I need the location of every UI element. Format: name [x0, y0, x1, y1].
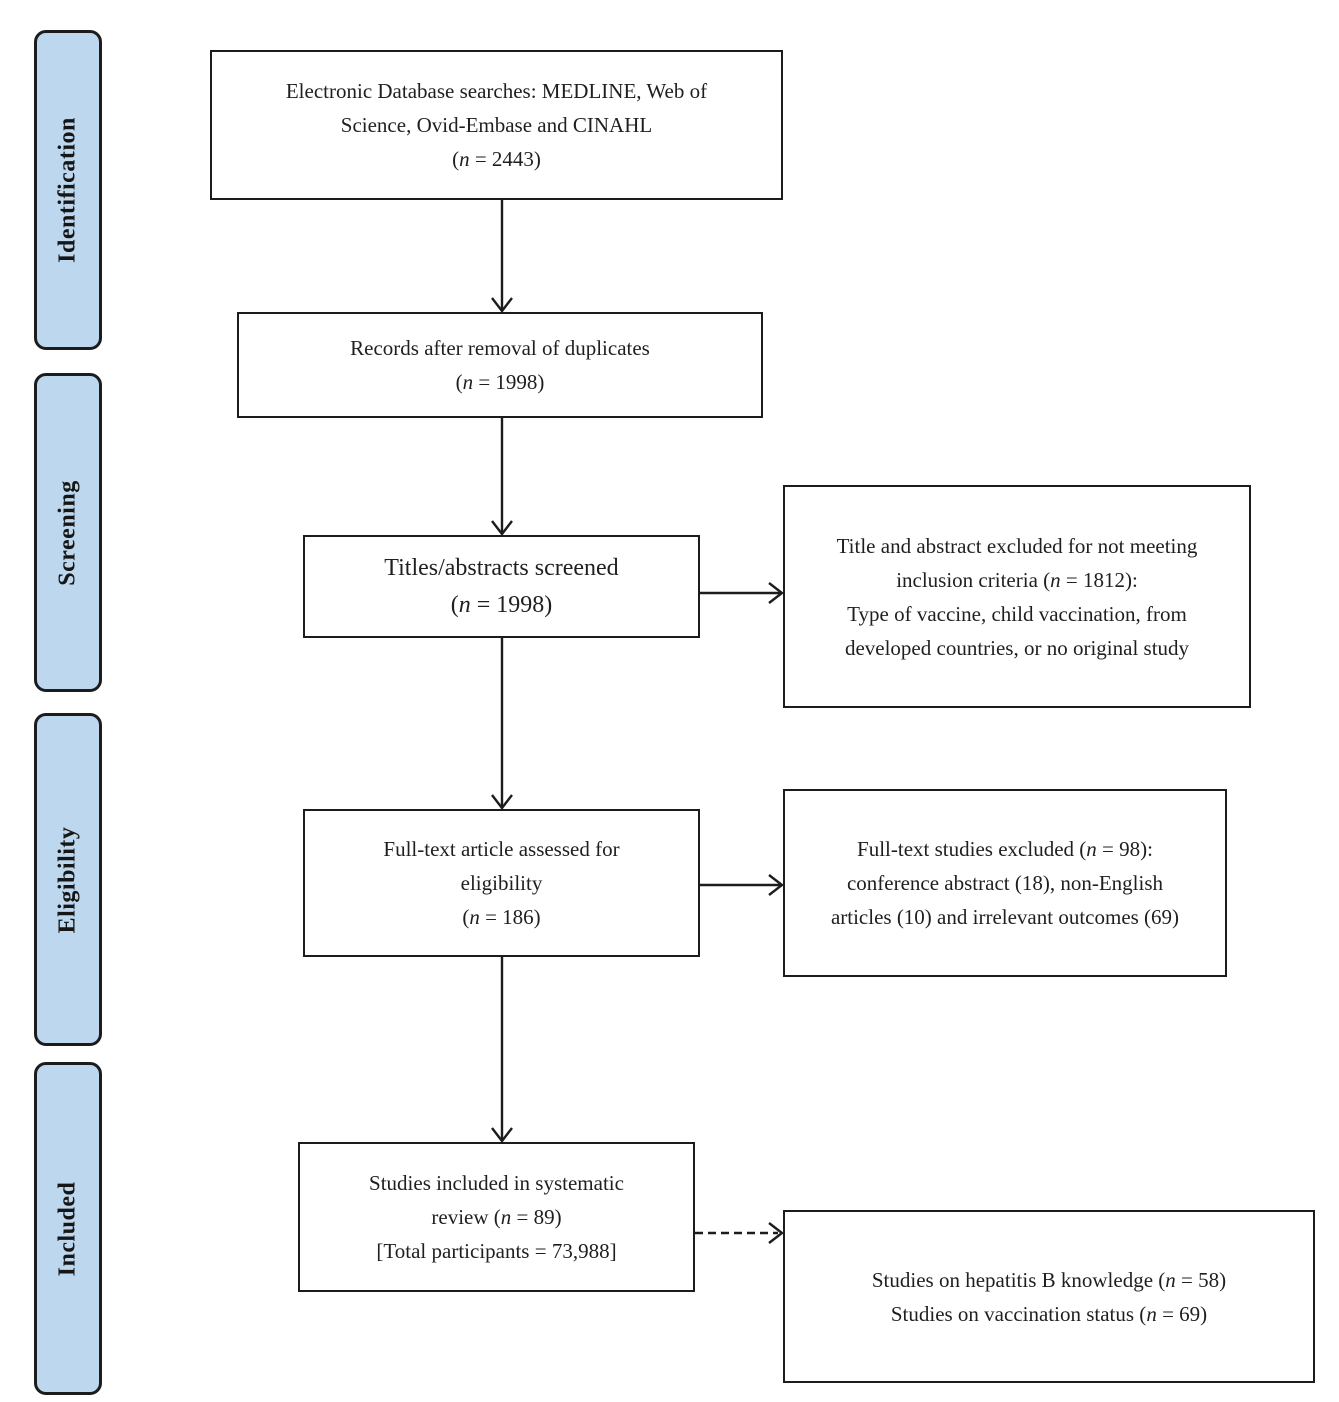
- arrow-fulltext-to-excluded: [700, 874, 784, 896]
- box-database-search: Electronic Database searches: MEDLINE, W…: [210, 50, 783, 200]
- stage-eligibility-label: Eligibility: [54, 826, 81, 933]
- stage-screening-label: Screening: [54, 479, 81, 586]
- arrow-screened-to-fulltext: [491, 638, 513, 810]
- stage-eligibility: Eligibility: [34, 713, 102, 1046]
- box-outcome-studies: Studies on hepatitis B knowledge (n = 58…: [783, 1210, 1315, 1383]
- box-titles-abstracts-screened: Titles/abstracts screened(n = 1998): [303, 535, 700, 638]
- arrow-screened-to-excluded: [700, 582, 784, 604]
- stage-included-label: Included: [54, 1181, 81, 1276]
- stage-identification: Identification: [34, 30, 102, 350]
- stage-identification-label: Identification: [54, 117, 81, 263]
- stage-included: Included: [34, 1062, 102, 1395]
- arrow-fulltext-to-included: [491, 957, 513, 1143]
- box-duplicates-removed: Records after removal of duplicates(n = …: [237, 312, 763, 418]
- box-excluded-fulltext: Full-text studies excluded (n = 98):conf…: [783, 789, 1227, 977]
- arrow-duplicates-to-screened: [491, 418, 513, 536]
- stage-screening: Screening: [34, 373, 102, 692]
- box-excluded-title-abstract: Title and abstract excluded for not meet…: [783, 485, 1251, 708]
- arrow-included-to-outcomes: [695, 1222, 784, 1244]
- arrow-search-to-duplicates: [491, 200, 513, 313]
